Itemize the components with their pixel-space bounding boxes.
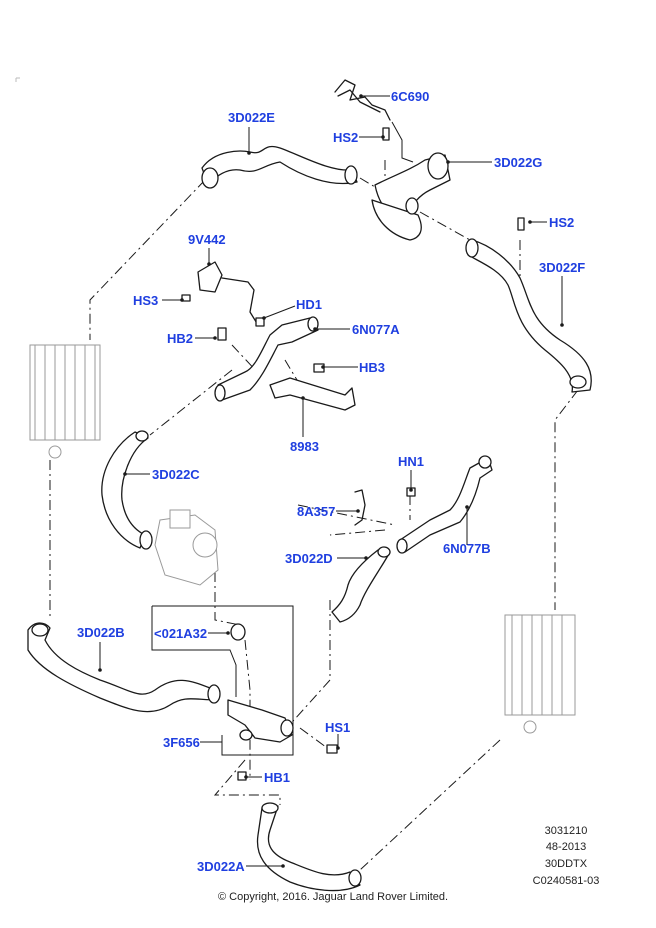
leader-lines	[98, 94, 564, 868]
corner-mark	[15, 77, 20, 82]
meta-line-1: 3031210	[545, 825, 588, 837]
label-021a32[interactable]: <021A32	[154, 626, 207, 641]
part-3d022g-elbow	[371, 152, 451, 241]
label-hs3[interactable]: HS3	[133, 293, 158, 308]
part-3d022d-hose	[331, 546, 391, 623]
label-9v442[interactable]: 9V442	[188, 232, 226, 247]
part-6n077a-pipe	[214, 316, 319, 402]
part-3f656-connector	[227, 699, 294, 743]
label-6c690[interactable]: 6C690	[391, 89, 429, 104]
label-hs2-top[interactable]: HS2	[333, 130, 358, 145]
label-6n077b[interactable]: 6N077B	[443, 541, 491, 556]
label-3d022a[interactable]: 3D022A	[197, 859, 245, 874]
label-3d022b[interactable]: 3D022B	[77, 625, 125, 640]
meta-line-4: C0240581-03	[533, 875, 600, 887]
label-8a357[interactable]: 8A357	[297, 504, 335, 519]
label-3d022d[interactable]: 3D022D	[285, 551, 333, 566]
label-hs2-right[interactable]: HS2	[549, 215, 574, 230]
part-3d022a-hose	[256, 802, 362, 892]
part-6n077b-pipe	[396, 455, 493, 554]
bolt-hs2-right	[517, 217, 525, 231]
part-9v442-sensor	[197, 261, 259, 326]
label-hb2[interactable]: HB2	[167, 331, 193, 346]
group-box-3f656	[151, 605, 294, 756]
label-3d022e[interactable]: 3D022E	[228, 110, 275, 125]
label-6n077a[interactable]: 6N077A	[352, 322, 400, 337]
clip-hd1	[255, 317, 265, 327]
label-hb1[interactable]: HB1	[264, 770, 290, 785]
part-8983-bracket	[269, 377, 356, 411]
bolt-hs3	[181, 294, 191, 302]
bolt-hs1	[326, 744, 338, 754]
part-6c690-harness	[334, 79, 414, 163]
label-3d022g[interactable]: 3D022G	[494, 155, 542, 170]
bolt-hb2	[217, 327, 227, 341]
part-021a32-clamp	[230, 623, 246, 641]
bolt-hs2-top	[382, 127, 390, 141]
label-3f656[interactable]: 3F656	[163, 735, 200, 750]
fasteners	[181, 127, 525, 781]
label-hs1[interactable]: HS1	[325, 720, 350, 735]
label-8983[interactable]: 8983	[290, 439, 319, 454]
label-3d022c[interactable]: 3D022C	[152, 467, 200, 482]
copyright-notice: © Copyright, 2016. Jaguar Land Rover Lim…	[218, 891, 448, 903]
part-8a357-bracket	[354, 489, 366, 526]
label-3d022f[interactable]: 3D022F	[539, 260, 585, 275]
label-hb3[interactable]: HB3	[359, 360, 385, 375]
part-turbocharger	[154, 509, 219, 586]
part-3d022c-hose	[101, 430, 153, 550]
meta-line-3: 30DDTX	[545, 858, 588, 870]
part-intercooler-left	[29, 344, 101, 459]
meta-line-2: 48-2013	[546, 841, 586, 853]
part-3d022f-hose	[465, 238, 592, 393]
part-intercooler-right	[504, 614, 576, 734]
label-hn1[interactable]: HN1	[398, 454, 424, 469]
label-hd1[interactable]: HD1	[296, 297, 322, 312]
part-3d022e-hose	[201, 145, 358, 189]
part-3d022b-hose	[27, 622, 221, 713]
